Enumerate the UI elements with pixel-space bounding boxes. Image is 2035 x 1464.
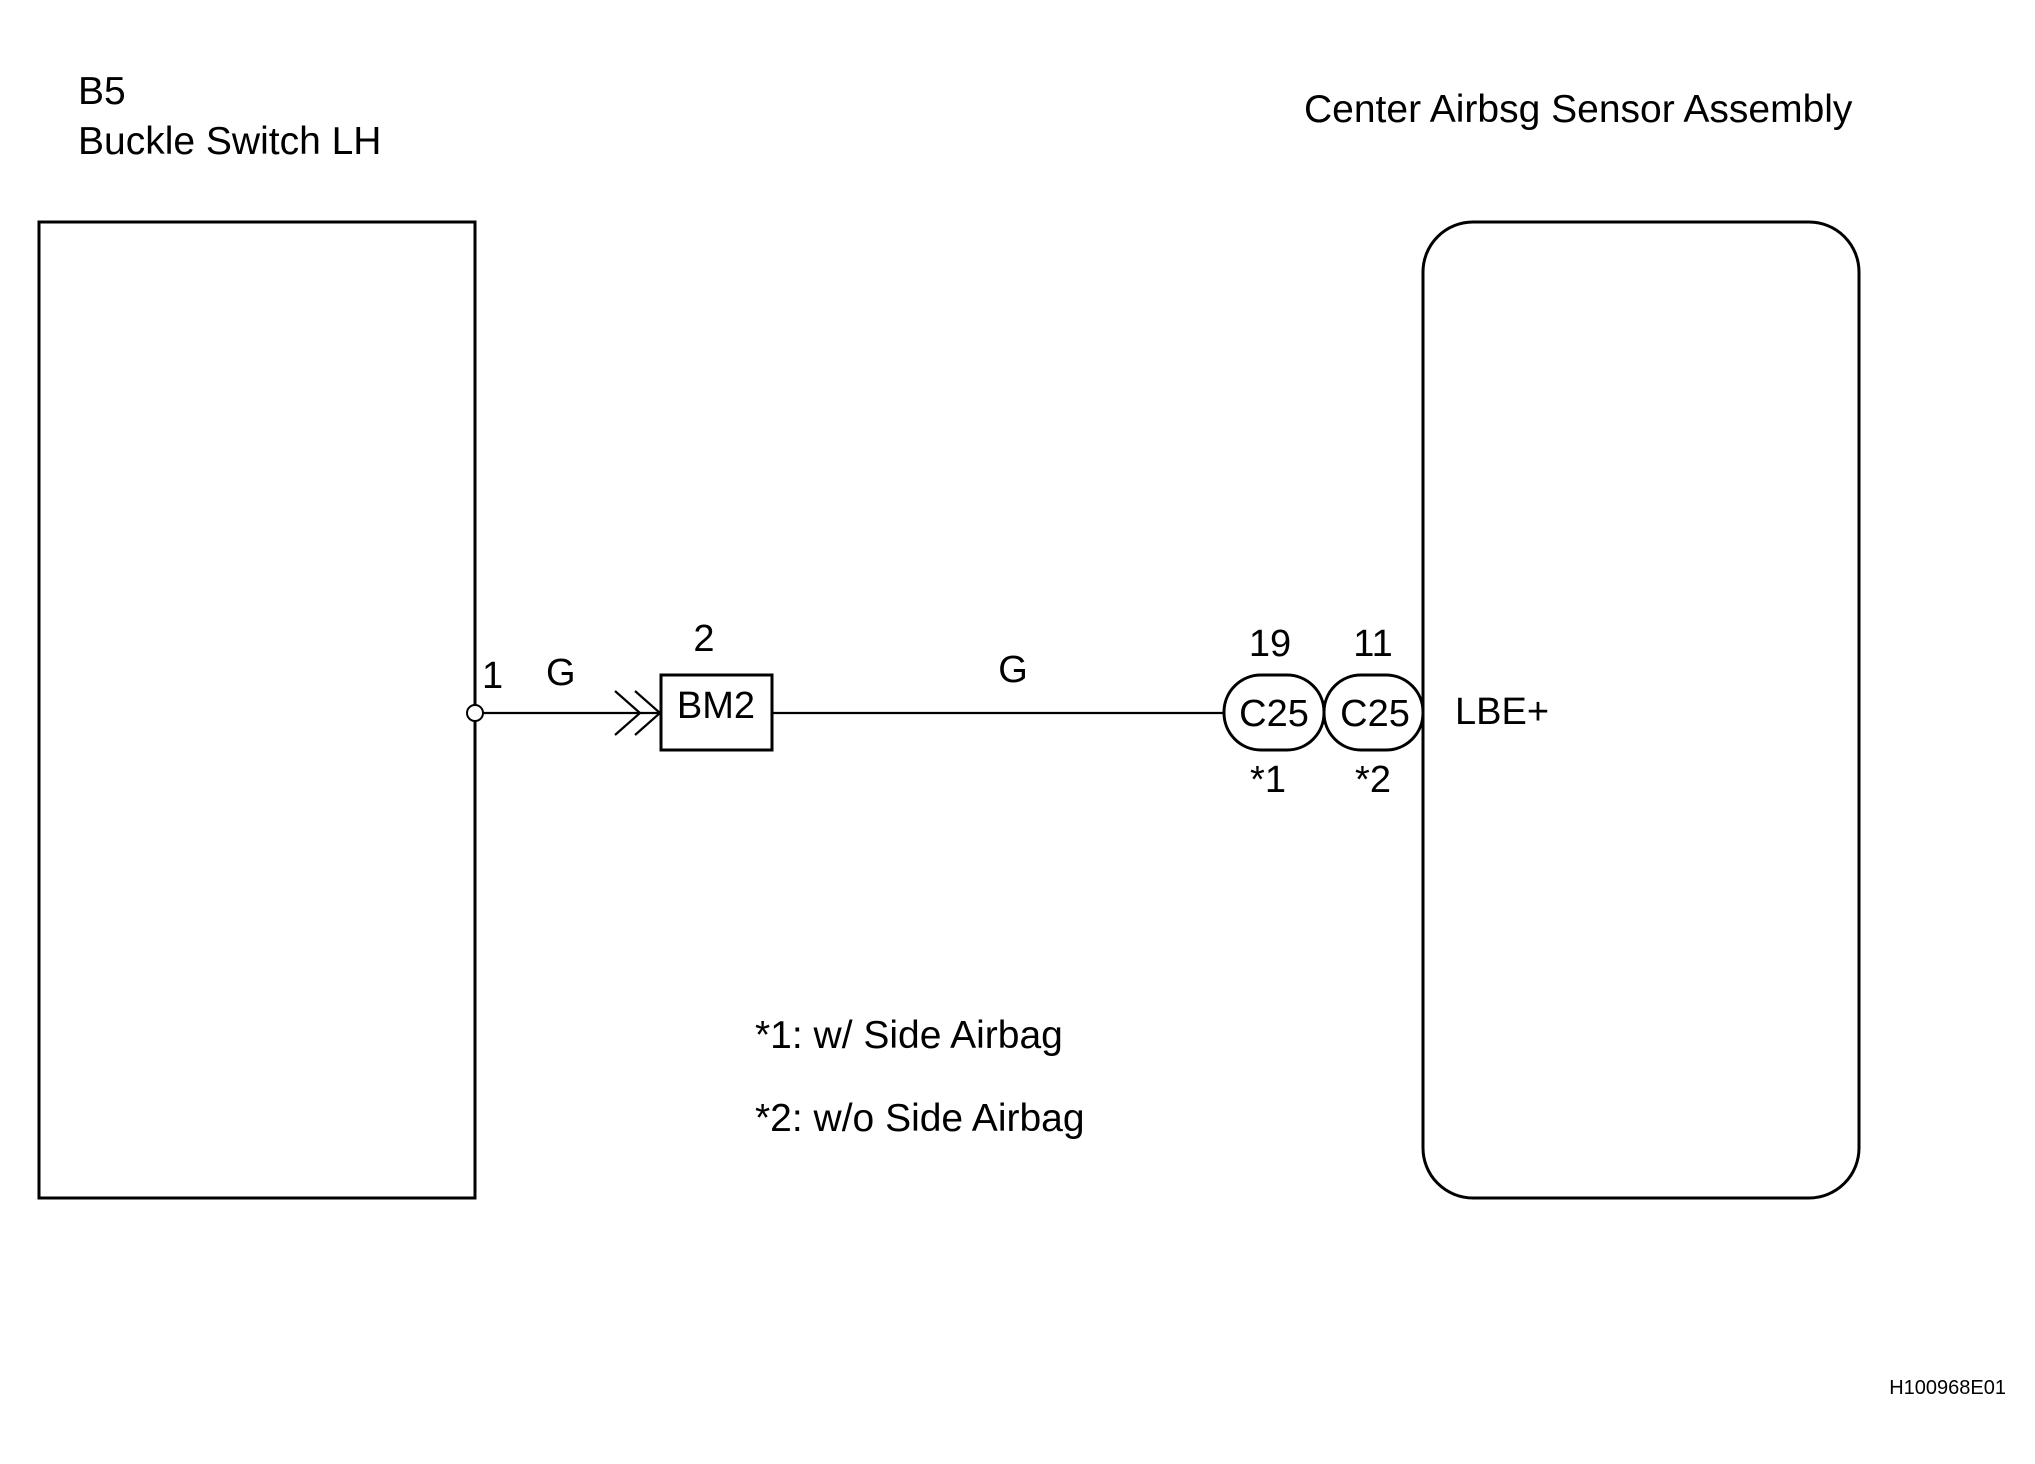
connector-arrow-outer bbox=[614, 690, 642, 736]
terminal-lbe-plus: LBE+ bbox=[1455, 691, 1549, 733]
buckle-switch-box bbox=[37, 220, 477, 1200]
left-pin-number: 1 bbox=[482, 655, 503, 697]
c25-connector-2-note: *2 bbox=[1355, 759, 1391, 801]
bm2-pin-number: 2 bbox=[693, 618, 714, 660]
c25-connector-2-pin: 11 bbox=[1353, 623, 1392, 665]
left-component-name: Buckle Switch LH bbox=[78, 120, 381, 163]
pin-1-terminal bbox=[466, 704, 484, 722]
bm2-connector-label: BM2 bbox=[677, 685, 755, 727]
wire-2-color: G bbox=[998, 649, 1028, 691]
c25-connector-2 bbox=[1322, 673, 1425, 752]
c25-connector-1-pin: 19 bbox=[1249, 623, 1291, 665]
c25-connector-2-label: C25 bbox=[1340, 693, 1410, 735]
figure-id: H100968E01 bbox=[1889, 1377, 2006, 1399]
note-2: *2: w/o Side Airbag bbox=[755, 1097, 1085, 1140]
c25-connector-1-note: *1 bbox=[1250, 759, 1286, 801]
c25-connector-1-label: C25 bbox=[1239, 693, 1309, 735]
wire-1-color: G bbox=[546, 652, 576, 694]
note-1: *1: w/ Side Airbag bbox=[755, 1014, 1063, 1057]
left-component-code: B5 bbox=[78, 70, 126, 113]
right-component-name: Center Airbsg Sensor Assembly bbox=[1304, 88, 1853, 131]
